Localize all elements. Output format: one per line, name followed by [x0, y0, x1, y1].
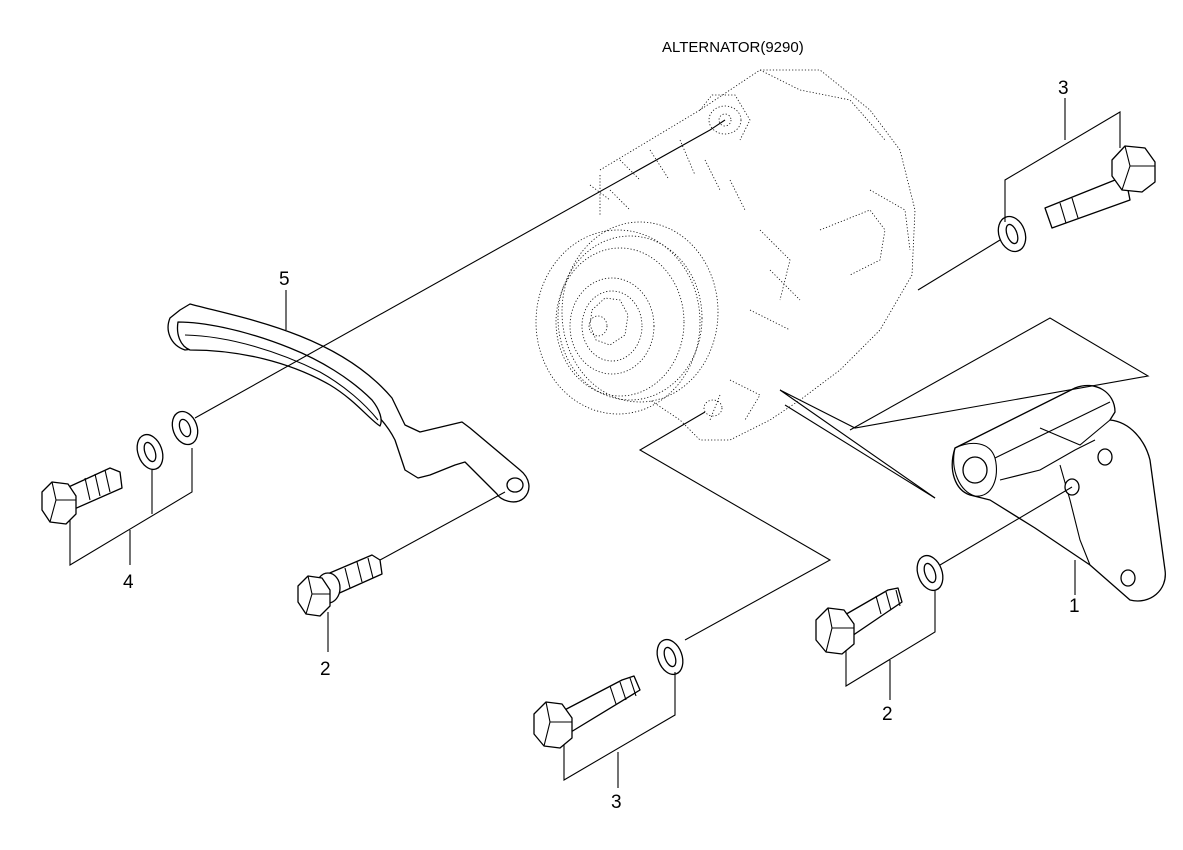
callout-3-bottom: 3: [611, 792, 622, 813]
assembly-lines: [194, 119, 1150, 641]
alternator-illustration: [535, 69, 916, 441]
bolt-set-3-bottom: [533, 638, 684, 749]
diagram-title: ALTERNATOR(9290): [662, 39, 804, 56]
callout-1: 1: [1069, 596, 1080, 617]
callout-3-top: 3: [1058, 78, 1069, 99]
callout-5: 5: [279, 269, 290, 290]
callout-2-right: 2: [882, 704, 893, 725]
bolt-set-2-left: [297, 554, 383, 617]
adjusting-brace-part-5: [167, 303, 530, 503]
callout-4: 4: [123, 572, 134, 593]
callout-2-left: 2: [320, 659, 331, 680]
bolt-set-3-top: [997, 145, 1156, 253]
bolt-set-2-right: [815, 554, 944, 655]
callout-brackets: [69, 98, 1121, 788]
mounting-bracket-part-1: [951, 384, 1166, 602]
bolt-set-4: [41, 410, 199, 525]
